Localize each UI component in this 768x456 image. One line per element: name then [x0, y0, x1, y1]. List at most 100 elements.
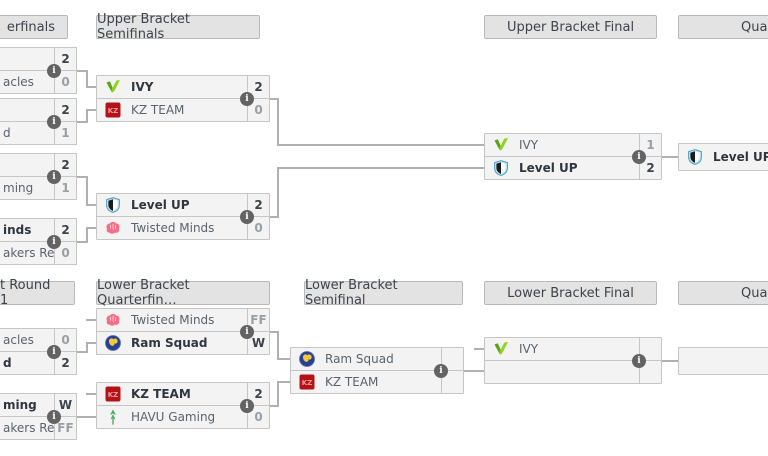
bracket-connector: [277, 381, 290, 383]
havu-gaming-logo-icon: [105, 409, 121, 425]
team-score: 0: [247, 406, 269, 428]
team-name: Twisted Minds: [131, 221, 215, 235]
round-header-label: Lower Bracket Final: [507, 285, 634, 301]
round-header-qualifier-upper: Qual: [678, 15, 768, 39]
team-name: KZ TEAM: [131, 387, 191, 401]
round-header-upper-semifinals: Upper Bracket Semifinals: [96, 12, 260, 42]
bracket-connector: [86, 342, 96, 344]
team-score: 2: [247, 383, 269, 405]
round-header-upper-final: Upper Bracket Final: [484, 15, 657, 39]
team-name: akers Reb…: [3, 246, 54, 260]
ivy-logo-icon: [493, 137, 509, 153]
bracket-connector: [268, 216, 279, 218]
match-info-icon[interactable]: i: [434, 363, 448, 378]
bracket-connector: [462, 370, 484, 372]
team-name: IVY: [519, 138, 539, 152]
team-score: 1: [54, 122, 76, 144]
team-name: IVY: [131, 80, 154, 94]
match-lb-semifinal[interactable]: Ram Squad KZ TEAM i: [290, 347, 464, 394]
match-info-icon[interactable]: i: [47, 169, 61, 184]
team-score: W: [247, 332, 269, 354]
bracket-connector: [86, 227, 88, 243]
match-lb-final[interactable]: IVY i: [484, 337, 662, 384]
match-info-icon[interactable]: i: [240, 398, 254, 413]
qualified-upper-box[interactable]: Level UP: [678, 143, 768, 171]
bracket-connector: [86, 227, 96, 229]
bracket-connector: [474, 348, 484, 350]
team-name: Level UP: [131, 198, 190, 212]
match-row-team[interactable]: Level UP 2: [97, 194, 269, 216]
match-info-icon[interactable]: i: [47, 63, 61, 78]
team-score: 2: [247, 194, 269, 216]
match-row-team[interactable]: akers Reb…FF: [0, 416, 76, 439]
match-info-icon[interactable]: i: [47, 344, 61, 359]
match-row-team[interactable]: KZ TEAM 2: [97, 383, 269, 405]
team-score: 2: [639, 157, 661, 179]
match-row-team[interactable]: akers Reb…0: [0, 241, 76, 264]
match-row-team: 2: [0, 99, 76, 121]
team-score: 2: [54, 352, 76, 374]
team-score: 2: [54, 154, 76, 176]
match-row-team[interactable]: Ram Squad: [291, 348, 463, 370]
bracket-connector: [76, 416, 96, 418]
round-header-label: erfinals: [6, 19, 55, 35]
match-info-icon[interactable]: i: [240, 324, 254, 339]
round-header-label: Qual: [741, 19, 768, 35]
team-score: 2: [247, 76, 269, 98]
qualified-lower-box: [678, 347, 768, 375]
bracket-connector: [76, 70, 88, 72]
round-header-lower-final: Lower Bracket Final: [484, 281, 657, 305]
match-info-icon[interactable]: i: [47, 409, 61, 424]
match-info-icon[interactable]: i: [240, 91, 254, 106]
bracket-connector: [76, 176, 88, 178]
team-score: [441, 371, 463, 393]
bracket-connector: [86, 86, 96, 88]
bracket-connector: [268, 98, 279, 100]
round-header-label: Lower Bracket Semifinal: [305, 278, 398, 308]
kz-team-logo-icon: [105, 102, 121, 118]
match-info-icon[interactable]: i: [47, 234, 61, 249]
match-info-icon[interactable]: i: [240, 209, 254, 224]
team-name: ming: [3, 181, 34, 195]
match-row-team[interactable]: IVY 2: [97, 76, 269, 98]
round-header-label: Upper Bracket Final: [506, 19, 635, 35]
team-score: 2: [54, 99, 76, 121]
bracket-connector: [268, 405, 279, 407]
ram-squad-logo-icon: [105, 335, 121, 351]
bracket-connector: [86, 70, 88, 88]
team-score: FF: [247, 309, 269, 331]
bracket-connector: [86, 393, 96, 395]
match-row-team[interactable]: IVY: [485, 338, 661, 360]
level-up-logo-icon: [687, 149, 703, 165]
match-info-icon[interactable]: i: [632, 149, 646, 164]
twisted-minds-logo-icon: [105, 220, 121, 236]
match-info-icon[interactable]: i: [632, 353, 646, 368]
match-row-team[interactable]: KZ TEAM: [291, 370, 463, 393]
match-info-icon[interactable]: i: [47, 114, 61, 129]
